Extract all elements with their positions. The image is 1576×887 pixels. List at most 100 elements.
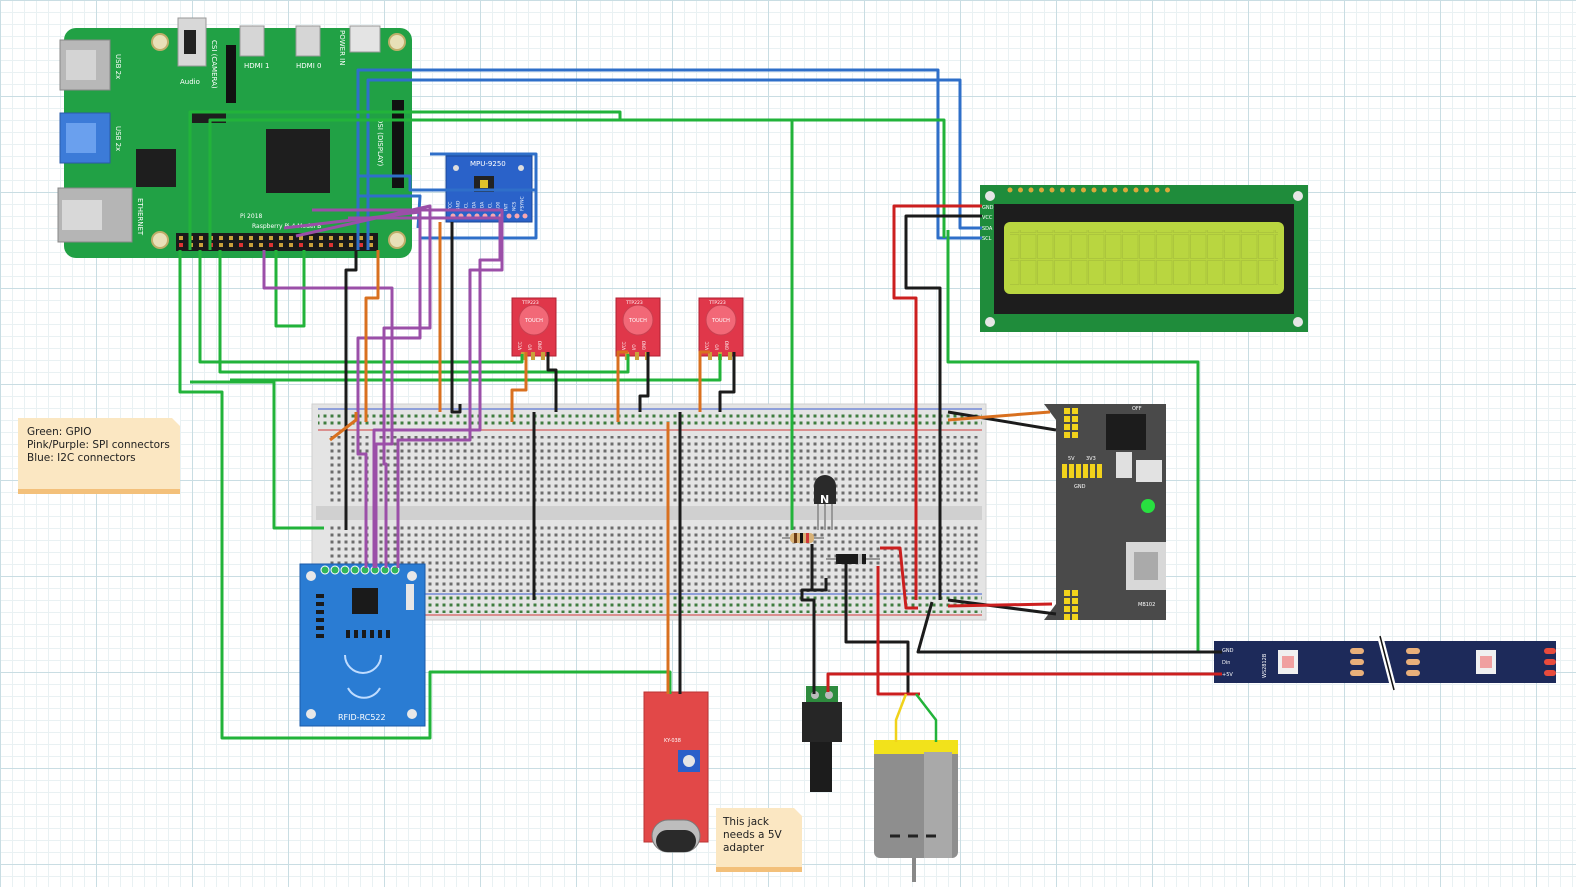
gpio-pin: [239, 243, 243, 247]
rfid-pin: [340, 565, 350, 575]
pm-label-gnd: GND: [1074, 484, 1086, 490]
gpio-pin: [179, 243, 183, 247]
mpu-pin-label: AD0: [496, 201, 502, 211]
jack-note-line-2: needs a 5V: [723, 829, 782, 841]
pm-label-5v: 5V: [1068, 456, 1075, 462]
mpu-pin-label: VCC: [448, 202, 454, 211]
gpio-pin: [249, 236, 253, 240]
gpio-pin: [229, 236, 233, 240]
jack-note: This jack needs a 5V adapter: [716, 808, 802, 872]
touch-pin-label: GND: [725, 341, 730, 350]
power-module-pin: [1072, 408, 1078, 414]
power-module-pin: [1064, 598, 1070, 604]
touch-pin-label: VCC: [518, 341, 523, 350]
hdmi1-label: HDMI 1: [244, 62, 269, 70]
power-module-pin: [1064, 590, 1070, 596]
power-module-pin: [1072, 614, 1078, 620]
power-module-pin: [1064, 424, 1070, 430]
gpio-pin: [199, 236, 203, 240]
gpio-pin: [329, 236, 333, 240]
power-module-pin: [1072, 590, 1078, 596]
touch-sensor-name: TTP223: [521, 300, 539, 306]
usb-controller-chip: [136, 149, 176, 187]
gpio-pin: [299, 236, 303, 240]
legend-line-spi: Pink/Purple: SPI connectors: [27, 439, 170, 451]
mpu-pin-label: EDA: [480, 201, 486, 211]
led-strip-pin-din: Din: [1222, 660, 1230, 666]
wire-vcc-diode: [880, 546, 918, 610]
touch-pin: [708, 352, 712, 360]
lcd-header-pin: [1091, 187, 1097, 193]
lcd-header-pin: [1102, 187, 1107, 193]
usb2-label: USB 2x: [114, 126, 122, 151]
legend-line-i2c: Blue: I2C connectors: [27, 452, 136, 464]
touch-pin-label: VCC: [622, 341, 627, 350]
power-module-pin: [1064, 408, 1070, 414]
wire-spi-1: [262, 250, 394, 568]
legend-line-gpio: Green: GPIO: [27, 426, 92, 438]
gpio-pin: [359, 236, 363, 240]
gpio-pin: [239, 236, 243, 240]
gpio-pin: [199, 243, 203, 247]
jack-note-line-1: This jack: [723, 816, 769, 828]
wires: [178, 68, 1222, 742]
lcd-header-pin: [1112, 187, 1118, 193]
gpio-pin: [309, 236, 313, 240]
gpio-pin: [279, 243, 283, 247]
rfid-label: RFID-RC522: [338, 713, 386, 722]
touch-sensor-name: TTP223: [625, 300, 643, 306]
wire-orange-pi: [364, 250, 380, 422]
wire-orange-pm: [947, 410, 1051, 422]
mpu-pin-label: FSYNC: [520, 196, 526, 211]
mpu-pin-label: SCL: [464, 202, 470, 211]
power-label: POWER IN: [338, 30, 346, 65]
wire-gnd-pm-top: [947, 410, 1057, 432]
mpu-pin-label: GND: [456, 200, 462, 211]
gpio-pin: [319, 243, 323, 247]
touch-pin-label: I/O: [715, 344, 720, 350]
wire-gnd-touch2: [638, 352, 650, 412]
touch-pin-label: VCC: [705, 341, 710, 350]
lcd-header-pin: [1039, 187, 1044, 193]
wire-spi-4: [312, 208, 504, 568]
power-module-pin: [1064, 432, 1070, 438]
gpio-pin: [319, 236, 323, 240]
dsi-label: DSI (DISPLAY): [376, 118, 384, 167]
power-module-pin: [1072, 416, 1078, 422]
mpu-pin-label: SDA: [472, 201, 478, 211]
resistor: [782, 533, 824, 543]
mpu-pin: [506, 213, 512, 219]
gpio-pin: [289, 243, 293, 247]
lcd-header-pin: [1123, 187, 1128, 193]
wire-gnd-touch3: [718, 352, 736, 412]
wire-gnd-touch1: [546, 352, 558, 412]
gpio-pin: [369, 236, 373, 240]
wire-orange-touch2: [616, 350, 628, 422]
rfid-pin: [330, 565, 340, 575]
pm-label-model: MB102: [1138, 602, 1155, 608]
pm-label-off: OFF: [1132, 406, 1142, 412]
gpio-pin: [259, 243, 263, 247]
wire-gpio-sound: [178, 250, 672, 740]
led-strip-chip-label: WS2812B: [1262, 653, 1268, 678]
gpio-pin: [299, 243, 303, 247]
gpio-pin: [369, 243, 373, 247]
gpio-pin: [219, 243, 223, 247]
lcd-header-pin: [1007, 187, 1013, 193]
usb1-label: USB 2x: [114, 54, 122, 79]
wire-i2c-mpu-2: [430, 152, 538, 200]
power-module-pin: [1064, 614, 1070, 620]
touch-sensor-label: TOUCH: [628, 318, 647, 324]
wire-gpio-top: [188, 110, 946, 250]
lcd-pin-gnd: GND: [982, 205, 994, 211]
wire-motor-yellow: [894, 693, 908, 742]
jack-note-line-3: adapter: [723, 842, 765, 854]
hdmi1-port: [239, 25, 265, 57]
mpu-pin-label: INT: [504, 203, 510, 211]
dc-barrel-jack: [802, 686, 842, 792]
lcd-header-pin: [1060, 187, 1065, 193]
touch-pin: [541, 352, 545, 360]
wire-i2c-sda: [366, 78, 982, 250]
